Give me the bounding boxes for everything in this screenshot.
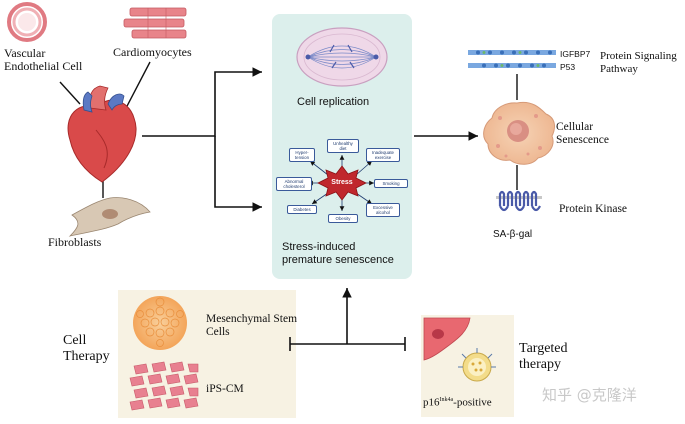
stress-burst-icon: [317, 165, 367, 201]
dna-strand-icon: [468, 50, 556, 68]
cell-replication-label: Cell replication: [297, 96, 370, 108]
sa-beta-gal-label: SA-β-gal: [493, 229, 533, 240]
ips-cm-label: iPS-CM: [206, 383, 244, 395]
stress-factor-smoking: Smoking: [374, 179, 408, 188]
targeted-therapy-label: Targeted therapy: [519, 341, 568, 372]
protein-kinase-label: Protein Kinase: [559, 203, 628, 215]
protein-kinase-icon: [496, 190, 542, 212]
protein-signaling-label: Protein Signaling Pathway: [600, 50, 677, 75]
stress-factor-excessive-alcohol: Excessive alcohol: [366, 203, 400, 217]
cell-therapy-label: Cell Therapy: [63, 333, 110, 364]
fibroblasts-label: Fibroblasts: [48, 235, 102, 249]
p16-suffix: -positive: [453, 396, 492, 409]
ips-cm-grid-icon: [129, 361, 199, 411]
targeted-cell-icon: [423, 317, 471, 361]
stress-factor-diabetes: Diabetes: [287, 205, 317, 214]
p16-positive-label: p16Ink4a-positive: [423, 394, 492, 410]
stress-center-label: Stress: [331, 179, 353, 186]
watermark: 知乎 @克隆洋: [542, 386, 637, 404]
nanoparticle-icon: [458, 348, 496, 382]
mesenchymal-stem-cells-label: Mesenchymal Stem Cells: [206, 313, 298, 338]
p16-text: p16: [423, 396, 440, 409]
senescent-cell-icon: [483, 101, 555, 165]
cardiomyocyte-icon: [123, 7, 187, 39]
stress-arrows: [308, 155, 374, 211]
p53-label: P53: [560, 62, 576, 72]
cardiomyocytes-label: Cardiomyocytes: [113, 45, 192, 59]
p16-superscript: Ink4a: [439, 397, 454, 403]
stress-factor-inadequate-exercise: Inadequate exercise: [366, 148, 400, 162]
stress-factor-obesity: Obesity: [328, 214, 358, 223]
stress-factor-abnormal-cholesterol: Abnormal cholesterol: [276, 177, 312, 191]
stress-induced-label: Stress-induced premature senescence: [282, 241, 394, 266]
igfbp7-label: IGFBP7: [560, 49, 591, 59]
stress-factor-hypertension: Hyper- tension: [289, 148, 315, 162]
vascular-cell-icon: [7, 2, 47, 42]
stress-factor-unhealthy-diet: Unhealthy diet: [327, 139, 359, 153]
mitosis-icon: [296, 27, 388, 87]
vascular-endothelial-label: Vascular Endothelial Cell: [4, 46, 83, 73]
fibroblast-icon: [68, 197, 151, 237]
cellular-senescence-label: Cellular Senescence: [556, 121, 609, 146]
msc-cluster-icon: [133, 296, 187, 350]
heart-icon: [67, 85, 137, 183]
